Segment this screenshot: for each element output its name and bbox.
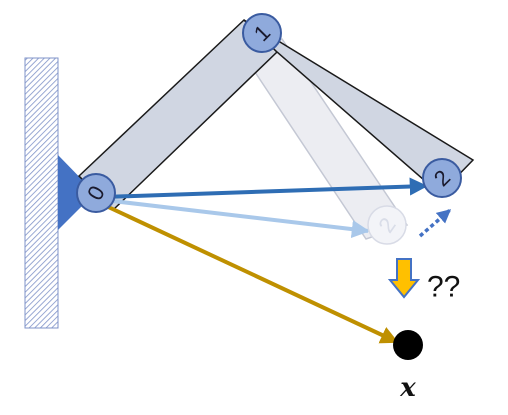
ghost-joint-2: 2 (367, 205, 407, 245)
joint-1: 1 (242, 13, 282, 53)
move-hint-arrow (418, 208, 452, 238)
joint-0: 0 (76, 173, 116, 213)
down-arrow-icon (387, 258, 421, 299)
target-label: x (399, 373, 416, 403)
unknown-label: ?? (427, 271, 460, 304)
wall (24, 57, 59, 329)
target-point (393, 330, 423, 360)
joint-2: 2 (422, 158, 462, 198)
current-tip-arrow (103, 177, 428, 199)
target-arrow (103, 203, 399, 344)
ghost-tip-arrow (103, 198, 370, 239)
